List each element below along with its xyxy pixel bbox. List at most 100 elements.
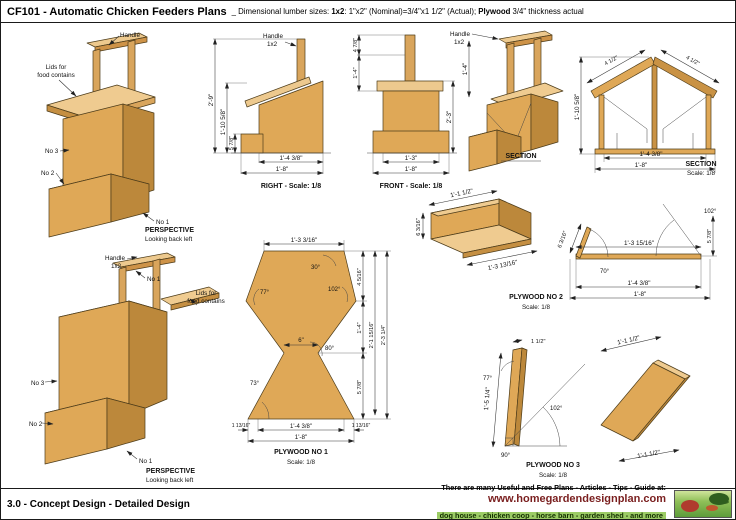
view-title: PLYWOOD NO 2 bbox=[509, 294, 563, 301]
dimension-label: Lids for bbox=[196, 290, 217, 297]
plywood-no1-labels: 1'-3 3/16"30°102°77°80°73°6"4 5/16"1'-4"… bbox=[232, 237, 387, 466]
view-title: SECTION bbox=[505, 153, 536, 160]
dimension-label: 4 7/8" bbox=[353, 38, 359, 52]
dimension-label: 73° bbox=[250, 381, 260, 387]
website-link[interactable]: www.homegardendesignplan.com bbox=[487, 492, 666, 505]
dimension-label: 6 3/16" bbox=[557, 230, 569, 249]
dimension-label: 2'-3" bbox=[446, 111, 453, 124]
note-mid: : 1"x2" (Nominal)=3/4"x1 1/2" (Actual); bbox=[344, 7, 479, 16]
note-plywood: Plywood bbox=[478, 7, 511, 16]
dimension-label: 1x2 bbox=[267, 41, 278, 48]
promo-topics: dog house - chicken coop - horse barn - … bbox=[436, 511, 666, 519]
dimension-label: No 2 bbox=[29, 421, 43, 428]
footer-photo bbox=[674, 490, 732, 518]
view-title: SECTION bbox=[685, 161, 716, 168]
dimension-label: 5 7/8" bbox=[357, 380, 363, 394]
dimension-label: 5 7/8" bbox=[707, 229, 713, 243]
dimension-label: food contains bbox=[37, 72, 74, 79]
header: CF101 - Automatic Chicken Feeders Plans … bbox=[1, 1, 735, 23]
dimension-label: 77° bbox=[483, 376, 493, 382]
plywood-no2-3d-view: 1'-1 1/2"6 3/16"1'-3 13/16"PLYWOOD NO 2S… bbox=[416, 188, 563, 311]
dimension-label: 1x2 bbox=[454, 39, 465, 46]
dimension-label: 70° bbox=[600, 269, 610, 275]
front-view-labels: 4 7/8"1'-4"2'-3"1'-3"1'-8"FRONT - Scale:… bbox=[353, 38, 453, 190]
dimension-label: 1'-4 3/8" bbox=[639, 151, 662, 158]
dimension-label: Lids for bbox=[46, 64, 67, 71]
view-title: PERSPECTIVE bbox=[145, 227, 194, 234]
dimension-label: 1 1/2" bbox=[531, 339, 545, 345]
view-title: PLYWOOD NO 3 bbox=[526, 462, 580, 469]
dimension-label: 6" bbox=[298, 338, 303, 344]
dimension-label: 1'-1 1/2" bbox=[450, 188, 474, 200]
view-title: FRONT - Scale: 1/8 bbox=[380, 183, 443, 190]
dimension-label: Handle bbox=[105, 255, 125, 262]
dimension-label: 6 3/16" bbox=[416, 218, 422, 236]
plywood-no2-flat-labels: 102° 70° 1'-3 15/16" 6 3/16" 5 7/8" 1'-4 3/8"… bbox=[557, 209, 717, 298]
dimension-label: 5 7/8" bbox=[229, 136, 235, 150]
dimension-label: 1x2 bbox=[111, 263, 122, 270]
footer: 3.0 - Concept Design - Detailed Design T… bbox=[1, 483, 735, 519]
plywood-no2-flat-pattern: 102° 70° 1'-3 15/16" 6 3/16" 5 7/8" 1'-4 3/8"… bbox=[557, 203, 717, 300]
dimension-label: 102° bbox=[704, 209, 717, 215]
dimension-label: 1'-8" bbox=[276, 166, 289, 173]
dimension-label: No 1 bbox=[156, 219, 170, 226]
footer-promo: There are many Useful and Free Plans - A… bbox=[436, 483, 670, 519]
dimension-label: 1'-4" bbox=[462, 63, 469, 76]
dimension-label: 4 5/16" bbox=[357, 268, 363, 286]
dimension-label: 1'-3 15/16" bbox=[624, 240, 654, 247]
dimension-label: No 3 bbox=[45, 148, 59, 155]
dimension-label: Looking back left bbox=[145, 236, 193, 243]
note-1x2: 1x2 bbox=[331, 7, 345, 16]
plywood-no1-flat-pattern: 1'-3 3/16"30°102°77°80°73°6"4 5/16"1'-4"… bbox=[232, 237, 391, 466]
dimension-label: 1'-8" bbox=[635, 162, 648, 169]
section-view: 4 1/2"4 1/2"1'-10 5/8"1'-4 3/8"1'-8"SECT… bbox=[574, 49, 720, 177]
dimension-label: 1'-1 1/2" bbox=[637, 449, 661, 460]
dimension-label: 1'-4" bbox=[357, 322, 363, 333]
dimension-label: 1'-3" bbox=[405, 155, 418, 162]
dimension-label: 2'-3 1/4" bbox=[381, 325, 387, 345]
promo-text: There are many Useful and Free Plans - A… bbox=[441, 483, 666, 493]
dimension-label: 80° bbox=[325, 346, 335, 352]
dimension-label: No 1 bbox=[139, 458, 153, 465]
dimension-label: 30° bbox=[311, 265, 321, 271]
footer-version-note: 3.0 - Concept Design - Detailed Design bbox=[7, 498, 190, 510]
view-title: RIGHT - Scale: 1/8 bbox=[261, 183, 321, 190]
dimension-label: 1'-8" bbox=[634, 291, 647, 298]
dimension-label: 2'-1 15/16" bbox=[369, 322, 375, 349]
feeder-tray bbox=[48, 173, 112, 238]
lumber-size-note: _ Dimensional lumber sizes: 1x2: 1"x2" (… bbox=[232, 7, 584, 16]
dimension-label: 1'-4 3/8" bbox=[279, 155, 302, 162]
dimension-label: 102° bbox=[550, 406, 563, 412]
dimension-label: No 1 bbox=[147, 276, 161, 283]
note-prefix: _ Dimensional lumber sizes: bbox=[231, 7, 332, 16]
dimension-label: food contains bbox=[187, 298, 224, 305]
plan-title: CF101 - Automatic Chicken Feeders Plans bbox=[7, 5, 227, 18]
dimension-label: Scale: 1/8 bbox=[539, 472, 568, 479]
dimension-label: 1 13/16" bbox=[232, 423, 251, 429]
dimension-label: 77° bbox=[260, 290, 270, 296]
dimension-label: 1'-3 13/16" bbox=[487, 259, 518, 272]
note-suffix: 3/4" thickness actual bbox=[510, 7, 584, 16]
view-title: PERSPECTIVE bbox=[146, 468, 195, 475]
view-title: PLYWOOD NO 1 bbox=[274, 449, 328, 456]
dimension-label: 1'-10 5/8" bbox=[574, 94, 581, 121]
dimension-label: 1'-5 1/4" bbox=[483, 387, 492, 411]
dimension-label: 1'-4" bbox=[353, 67, 359, 78]
plywood-no3-view: 1'-5 1/4"1 1/2"77°90°102°1'-1 1/2"1'-1 1… bbox=[483, 335, 691, 479]
dimension-label: 1'-4 3/8" bbox=[627, 280, 650, 287]
dimension-label: Handle bbox=[450, 31, 470, 38]
dimension-label: 90° bbox=[501, 453, 511, 459]
dimension-label: 4 1/2" bbox=[685, 55, 701, 67]
plywood-no3-labels: 1'-5 1/4"1 1/2"77°90°102°1'-1 1/2"1'-1 1… bbox=[483, 335, 661, 479]
dimension-label: Scale: 1/8 bbox=[287, 459, 316, 466]
dimension-label: 1'-4 3/8" bbox=[290, 424, 312, 430]
